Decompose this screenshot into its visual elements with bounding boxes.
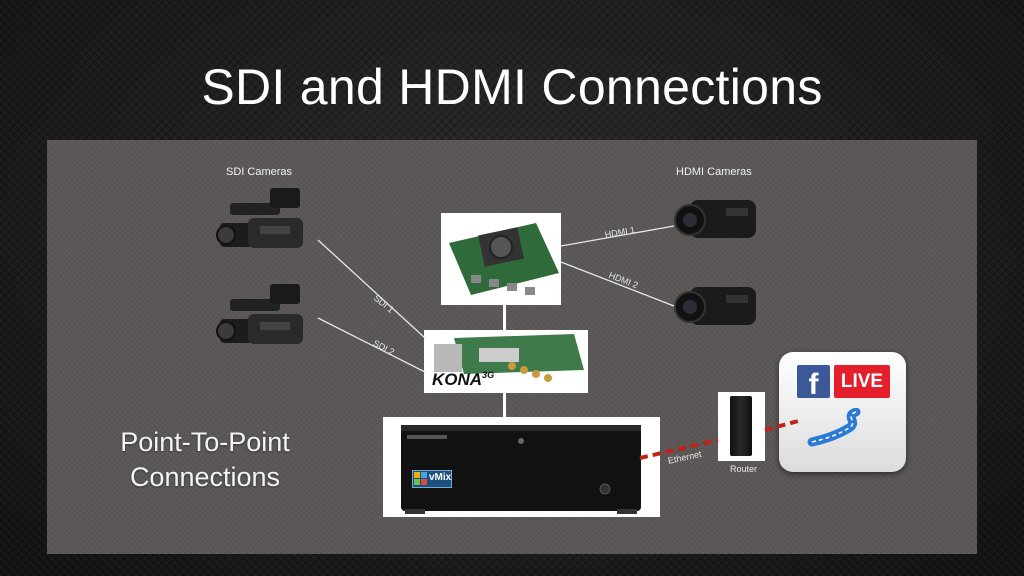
kona-capture-card — [424, 330, 588, 393]
point-to-point-caption: Point-To-Point Connections — [100, 425, 310, 495]
kona-logo: KONA3G — [432, 370, 495, 389]
hdmi-cameras-label: HDMI Cameras — [676, 166, 752, 178]
facebook-live-tile: f LIVE — [779, 352, 906, 472]
facebook-icon: f — [797, 365, 830, 401]
caption-line-2: Connections — [129, 462, 281, 492]
vmix-logo: vMix — [412, 470, 452, 488]
streaming-road-icon — [807, 408, 861, 447]
hdmi1-cable — [560, 225, 675, 247]
live-badge: LIVE — [834, 365, 890, 398]
ethernet-cable — [639, 438, 719, 460]
router-label: Router — [730, 464, 758, 474]
pcie-connector-top — [503, 305, 506, 330]
sdi2-cable — [317, 317, 426, 373]
vmix-pc: vMix — [383, 417, 660, 517]
sdi1-cable — [317, 239, 426, 339]
pcie-connector-bottom — [503, 393, 506, 417]
uplink-cable — [764, 418, 803, 432]
hdmi2-cable — [560, 261, 675, 307]
sdi-cameras-label: SDI Cameras — [226, 166, 293, 178]
router-icon — [718, 392, 765, 461]
hdmi-capture-card — [441, 213, 561, 305]
slide-title: SDI and HDMI Connections — [201, 59, 823, 115]
caption-line-1: Point-To-Point — [120, 427, 290, 457]
